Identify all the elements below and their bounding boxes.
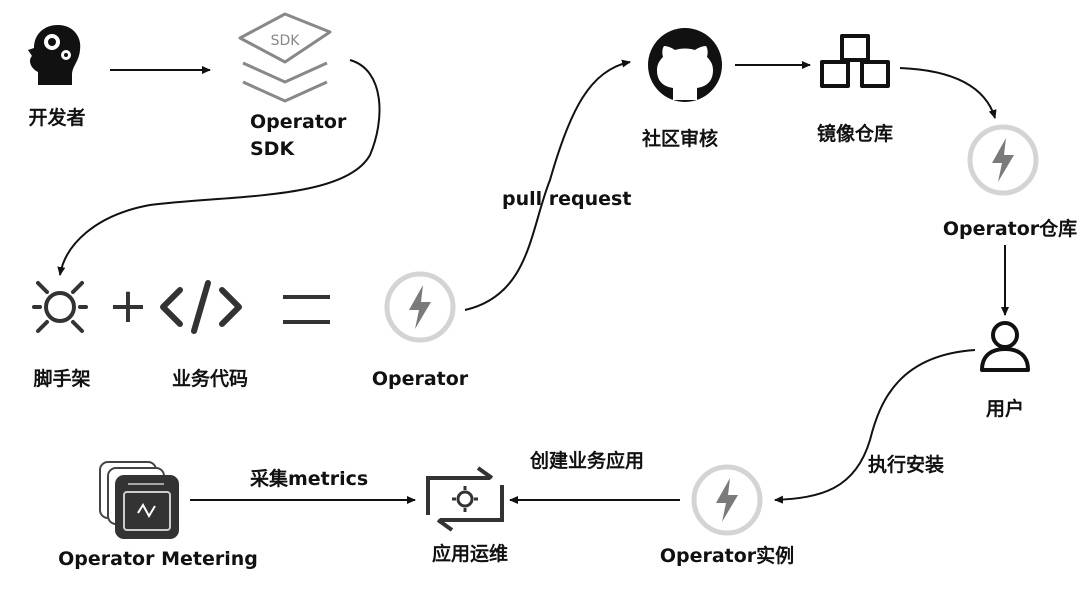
operator-repo-label: Operator仓库 [943,217,1077,240]
edge-label-install: 执行安装 [868,453,944,476]
sdk-stack-icon [238,12,332,103]
user-icon [980,321,1030,372]
metering-monitor-icon [99,461,179,539]
app-ops-label: 应用运维 [432,542,508,565]
edge-sdk-scaffold [57,59,381,276]
code-label: 业务代码 [172,367,248,390]
cubes-icon [820,34,890,88]
operator-bolt-icon [387,274,453,340]
edge-label-collect-metrics: 采集metrics [250,467,368,490]
scaffold-icon [32,281,88,333]
review-label: 社区审核 [641,127,718,150]
edge-operator-review [464,59,631,311]
edge-label-create-app: 创建业务应用 [529,449,644,472]
metering-label: Operator Metering [58,548,258,570]
operator-label: Operator [372,368,469,390]
equals-sign [283,295,330,324]
developer-head-gears-icon [28,25,81,85]
edge-user-instance [774,349,976,504]
github-icon [648,28,722,102]
scaffold-label: 脚手架 [33,367,90,390]
sdk-icon-text: SDK [271,33,301,49]
plus-sign: + [108,278,148,334]
edge-label-pull-request: pull request [502,188,631,210]
gear-cycle-icon [426,466,504,532]
operator-instance-label: Operator实例 [660,544,794,567]
code-icon [160,280,242,334]
edge-imagerepo-operatorrepo [899,67,997,119]
operator-repo-bolt-icon [970,127,1036,193]
user-label: 用户 [986,397,1024,420]
developer-label: 开发者 [28,106,85,129]
sdk-label-line2: SDK [250,138,295,160]
sdk-label-line1: Operator [250,111,347,133]
image-repo-label: 镜像仓库 [817,122,893,145]
operator-instance-bolt-icon [694,467,760,533]
